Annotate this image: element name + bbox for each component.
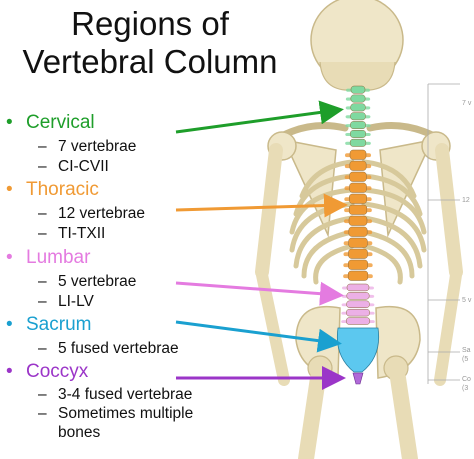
- title-line-2: Vertebral Column: [22, 43, 278, 80]
- sub-item: –7 vertebrae: [38, 137, 136, 156]
- left-humerus: [255, 143, 283, 279]
- cervical-vertebra: [349, 138, 367, 147]
- sacrum: [336, 327, 380, 373]
- region-sacrum: • Sacrum: [6, 314, 91, 336]
- thoracic-arrow: [175, 193, 348, 218]
- region-lumbar: • Lumbar: [6, 247, 90, 269]
- region-coccyx: • Coccyx: [6, 361, 88, 383]
- thoracic-vertebra: [347, 270, 369, 281]
- bullet-icon: •: [6, 314, 13, 335]
- dash-icon: –: [38, 205, 47, 222]
- bullet-icon: •: [6, 179, 13, 200]
- right-forearm: [434, 269, 462, 386]
- sub-item: –5 vertebrae: [38, 272, 136, 291]
- sub-item-text: TI-TXII: [58, 225, 106, 242]
- sub-item: –CI-CVII: [38, 157, 109, 176]
- sub-item-text: Sometimes multiple: [58, 405, 194, 422]
- region-label: Thoracic: [26, 179, 99, 200]
- dash-icon: –: [38, 340, 47, 357]
- dash-icon: –: [38, 225, 47, 242]
- sacrum-arrow: [175, 320, 342, 353]
- dash-icon: –: [38, 386, 47, 403]
- title-line-1: Regions of: [71, 5, 229, 42]
- edge-label: Sa: [462, 347, 471, 354]
- lumbar-vertebra: [345, 317, 371, 325]
- lumbar-arrow: [175, 281, 344, 306]
- sub-item-text: CI-CVII: [58, 158, 109, 175]
- lumbar-vertebra: [346, 283, 370, 292]
- thoracic-vertebra: [348, 237, 368, 248]
- thoracic-vertebra: [349, 182, 367, 193]
- thoracic-vertebra: [348, 204, 368, 215]
- edge-label: (3: [462, 385, 469, 392]
- left-forearm: [256, 269, 290, 386]
- sub-item: –12 vertebrae: [38, 204, 145, 223]
- sub-item: –3-4 fused vertebrae: [38, 385, 192, 404]
- lumbar-vertebra: [346, 300, 370, 308]
- right-femur: [390, 370, 418, 459]
- cervical-vertebra: [350, 85, 366, 94]
- sub-item-text: 5 fused vertebrae: [58, 340, 179, 357]
- cervical-vertebra: [350, 103, 366, 112]
- thoracic-vertebra: [348, 248, 368, 259]
- cervical-vertebra: [350, 130, 366, 138]
- dash-icon: –: [38, 405, 47, 422]
- bullet-icon: •: [6, 361, 13, 382]
- dash-icon: –: [38, 138, 47, 155]
- right-humerus: [435, 143, 463, 279]
- sub-item: –5 fused vertebrae: [38, 339, 179, 358]
- cervical-vertebra: [350, 121, 366, 130]
- sub-item-continued: bones: [58, 424, 101, 441]
- thoracic-vertebra: [348, 215, 368, 226]
- sub-item: –LI-LV: [38, 292, 94, 311]
- region-cervical: • Cervical: [6, 112, 95, 134]
- region-label: Cervical: [26, 112, 95, 133]
- thoracic-vertebra: [348, 226, 368, 237]
- cervical-vertebra: [350, 94, 366, 103]
- sub-item-text: 12 vertebrae: [58, 205, 146, 222]
- thoracic-vertebra: [348, 259, 368, 270]
- dash-icon: –: [38, 273, 47, 290]
- edge-label: 12: [462, 197, 470, 204]
- cervical-arrow: [175, 100, 344, 134]
- dash-icon: –: [38, 158, 47, 175]
- region-label: Sacrum: [26, 314, 92, 335]
- bullet-icon: •: [6, 247, 13, 268]
- region-label: Coccyx: [26, 361, 89, 382]
- edge-label: (5: [462, 356, 469, 363]
- sub-item-text: LI-LV: [58, 293, 94, 310]
- dash-icon: –: [38, 293, 47, 310]
- thoracic-vertebra: [349, 193, 367, 204]
- sub-item-text: 3-4 fused vertebrae: [58, 386, 193, 403]
- sub-item: –TI-TXII: [38, 224, 105, 243]
- region-thoracic: • Thoracic: [6, 179, 99, 201]
- bullet-icon: •: [6, 112, 13, 133]
- thoracic-vertebra: [349, 160, 367, 171]
- edge-label: Co: [462, 376, 471, 383]
- thoracic-vertebra: [349, 171, 367, 182]
- vertebral-column: [336, 85, 380, 385]
- sub-item: –Sometimes multiple: [38, 404, 193, 423]
- lumbar-vertebra: [346, 308, 370, 317]
- coccyx: [352, 372, 364, 385]
- edge-brackets: [427, 83, 460, 384]
- thoracic-vertebra: [349, 149, 367, 160]
- lumbar-vertebra: [346, 292, 370, 300]
- edge-label: 5 v: [462, 297, 472, 304]
- edge-label: 7 v: [462, 100, 472, 107]
- sub-item-text: 5 vertebrae: [58, 273, 137, 290]
- region-label: Lumbar: [26, 247, 91, 268]
- rib-cage: [289, 159, 427, 285]
- sub-item-text: 7 vertebrae: [58, 138, 137, 155]
- cervical-vertebra: [350, 112, 366, 121]
- left-femur: [298, 370, 326, 459]
